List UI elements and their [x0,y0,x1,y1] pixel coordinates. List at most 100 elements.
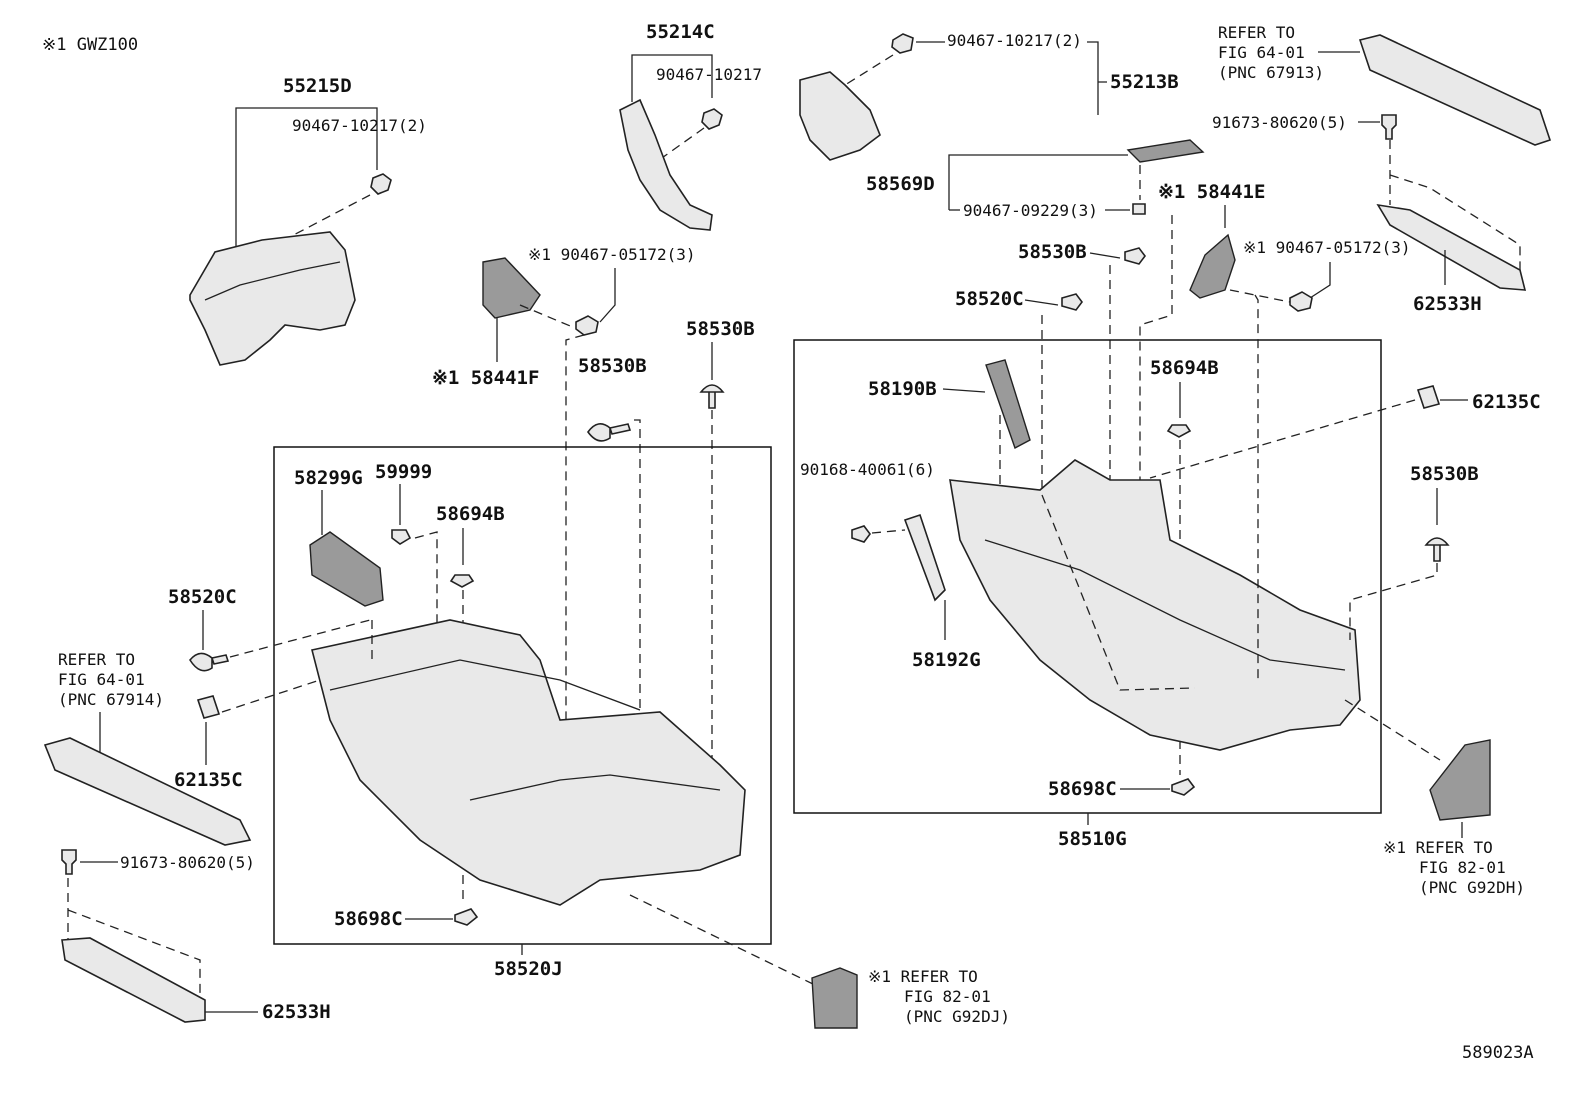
label-62533H-right[interactable]: 62533H [1413,293,1482,315]
part-58510G-carpet-edge [984,539,1346,671]
clip-58530B-mid-icon [587,423,632,442]
ref-fig82-bottom-line1[interactable]: ※1 REFER TO [868,967,978,986]
door-scuff-plate-left-shape [43,737,252,846]
leader-90467-05172-right [1309,262,1331,299]
clip-58530B-right-icon [1424,537,1450,562]
leader-55213B [1087,41,1107,115]
label-58530B-right[interactable]: 58530B [1410,463,1479,485]
model-note: ※1 GWZ100 [42,35,138,55]
part-58441E-group: ※1 58441E ※1 90467-05172(3) [1158,181,1411,312]
clip-62135C-left-icon [196,695,221,719]
clip-90467-05172-right-icon [1289,291,1313,312]
label-55213B[interactable]: 55213B [1110,71,1179,93]
dash-55213B [844,54,894,86]
label-58694B-right[interactable]: 58694B [1150,357,1219,379]
label-58530B-right-top[interactable]: 58530B [1018,241,1087,263]
clip-59999-icon [391,529,412,545]
ref-fig64-left-line3[interactable]: (PNC 67914) [58,690,164,709]
label-58192G[interactable]: 58192G [912,649,981,671]
label-58441E[interactable]: ※1 58441E [1158,181,1265,203]
label-58299G[interactable]: 58299G [294,467,363,489]
part-58569D-group: 58569D 90467-09229(3) [866,139,1205,220]
dash-58520C-left [229,619,371,658]
clip-62135C-right-icon [1416,385,1441,409]
label-58190B[interactable]: 58190B [868,378,937,400]
screw-58520C-icon [1061,293,1083,311]
dash-58520C-right-down [1041,494,1196,691]
clip-90467-05172-left-icon [575,315,599,336]
ref-fig64-left-line1[interactable]: REFER TO [58,650,135,669]
ref-fig64-left-line2[interactable]: FIG 64-01 [58,670,145,689]
ref-fig82-right-group: ※1 REFER TO FIG 82-01 (PNC G92DH) [1344,699,1525,897]
label-90467-05172-left[interactable]: ※1 90467-05172(3) [528,245,696,264]
nut-90168-40061-icon [851,525,871,543]
part-55215D-group: 55215D 90467-10217(2) [189,75,427,366]
ref-fig64-right-line2[interactable]: FIG 64-01 [1218,43,1305,62]
part-58520J-group: 58299G 59999 58694B 58698C 58520J [294,461,746,980]
part-58510G-carpet-shape [949,459,1361,751]
label-58530B-mid[interactable]: 58530B [578,355,647,377]
bolt-91673-80620-left-icon [61,849,77,875]
left-side-parts-group: 58520C 62135C REFER TO FIG 64-01 (PNC 67… [43,586,371,1023]
dash-62533H-left-frame [67,909,201,1010]
label-58530B-top[interactable]: 58530B [686,318,755,340]
label-55215D-clip[interactable]: 90467-10217(2) [292,116,427,135]
label-58520J[interactable]: 58520J [494,958,563,980]
label-62135C-right[interactable]: 62135C [1472,391,1541,413]
dash-58190B [990,415,1001,491]
ref-fig82-right-line2[interactable]: FIG 82-01 [1419,858,1506,877]
label-90467-05172-right[interactable]: ※1 90467-05172(3) [1243,238,1411,257]
part-58520J-carpet-edge [329,659,641,711]
door-scuff-plate-right-shape [1358,34,1552,146]
part-58520J-carpet-edge2 [469,774,721,801]
part-55213B-group: 90467-10217(2) 55213B [799,31,1179,161]
label-58520C-right[interactable]: 58520C [955,288,1024,310]
clip-90467-10217-icon [370,173,392,195]
clip-58694B-right-icon [1166,424,1192,438]
ref-fig82-right-line1[interactable]: ※1 REFER TO [1383,838,1493,857]
part-55214C-group: 55214C 90467-10217 [619,21,762,231]
label-58510G[interactable]: 58510G [1058,828,1127,850]
label-55215D[interactable]: 55215D [283,75,352,97]
label-91673-80620-right[interactable]: 91673-80620(5) [1212,113,1347,132]
part-58441F-group: ※1 58441F ※1 90467-05172(3) [432,245,696,389]
label-62533H-left[interactable]: 62533H [262,1001,331,1023]
part-58530B-left-group: 58530B 58530B [565,318,755,860]
label-58441F[interactable]: ※1 58441F [432,367,539,389]
part-58190B-pedal-shape [985,359,1031,450]
part-55213B-shape [799,71,881,161]
ref-fig82-right-line3[interactable]: (PNC G92DH) [1419,878,1525,897]
label-55213B-clip[interactable]: 90467-10217(2) [947,31,1082,50]
part-62533H-left-shape [61,937,206,1023]
label-58698C-right[interactable]: 58698C [1048,778,1117,800]
clip-58530B-top-icon [699,384,725,409]
clip-90467-10217-icon [701,108,723,130]
label-55214C[interactable]: 55214C [646,21,715,43]
label-58698C-left[interactable]: 58698C [334,908,403,930]
part-58441E-shape [1189,233,1236,299]
label-58694B-left[interactable]: 58694B [436,503,505,525]
ref-fig82-bottom-line3[interactable]: (PNC G92DJ) [904,1007,1010,1026]
ref-fig82-bottom-group: ※1 REFER TO FIG 82-01 (PNC G92DJ) [629,894,1010,1029]
label-58569D[interactable]: 58569D [866,173,935,195]
leader-55214C [631,54,713,102]
ref-fig64-right-line1[interactable]: REFER TO [1218,23,1295,42]
label-55214C-clip[interactable]: 90467-10217 [656,65,762,84]
label-91673-80620-left[interactable]: 91673-80620(5) [120,853,255,872]
label-58520C-left[interactable]: 58520C [168,586,237,608]
ref-fig82-bottom-line2[interactable]: FIG 82-01 [904,987,991,1006]
dash-90168 [871,529,906,534]
label-58569D-clip[interactable]: 90467-09229(3) [963,201,1098,220]
clip-90467-10217-icon [891,33,914,54]
leader-58569D [948,154,1128,210]
label-90168-40061[interactable]: 90168-40061(6) [800,460,935,479]
clip-58694B-left-icon [449,574,475,588]
label-59999[interactable]: 59999 [375,461,432,483]
part-55215D-edge [204,261,341,301]
label-62135C-left[interactable]: 62135C [174,769,243,791]
clip-58698C-left-icon [454,908,479,926]
figure-code: 589023A [1462,1043,1534,1063]
screw-58520C-left-icon [189,652,230,672]
ref-fig64-right-line3[interactable]: (PNC 67913) [1218,63,1324,82]
